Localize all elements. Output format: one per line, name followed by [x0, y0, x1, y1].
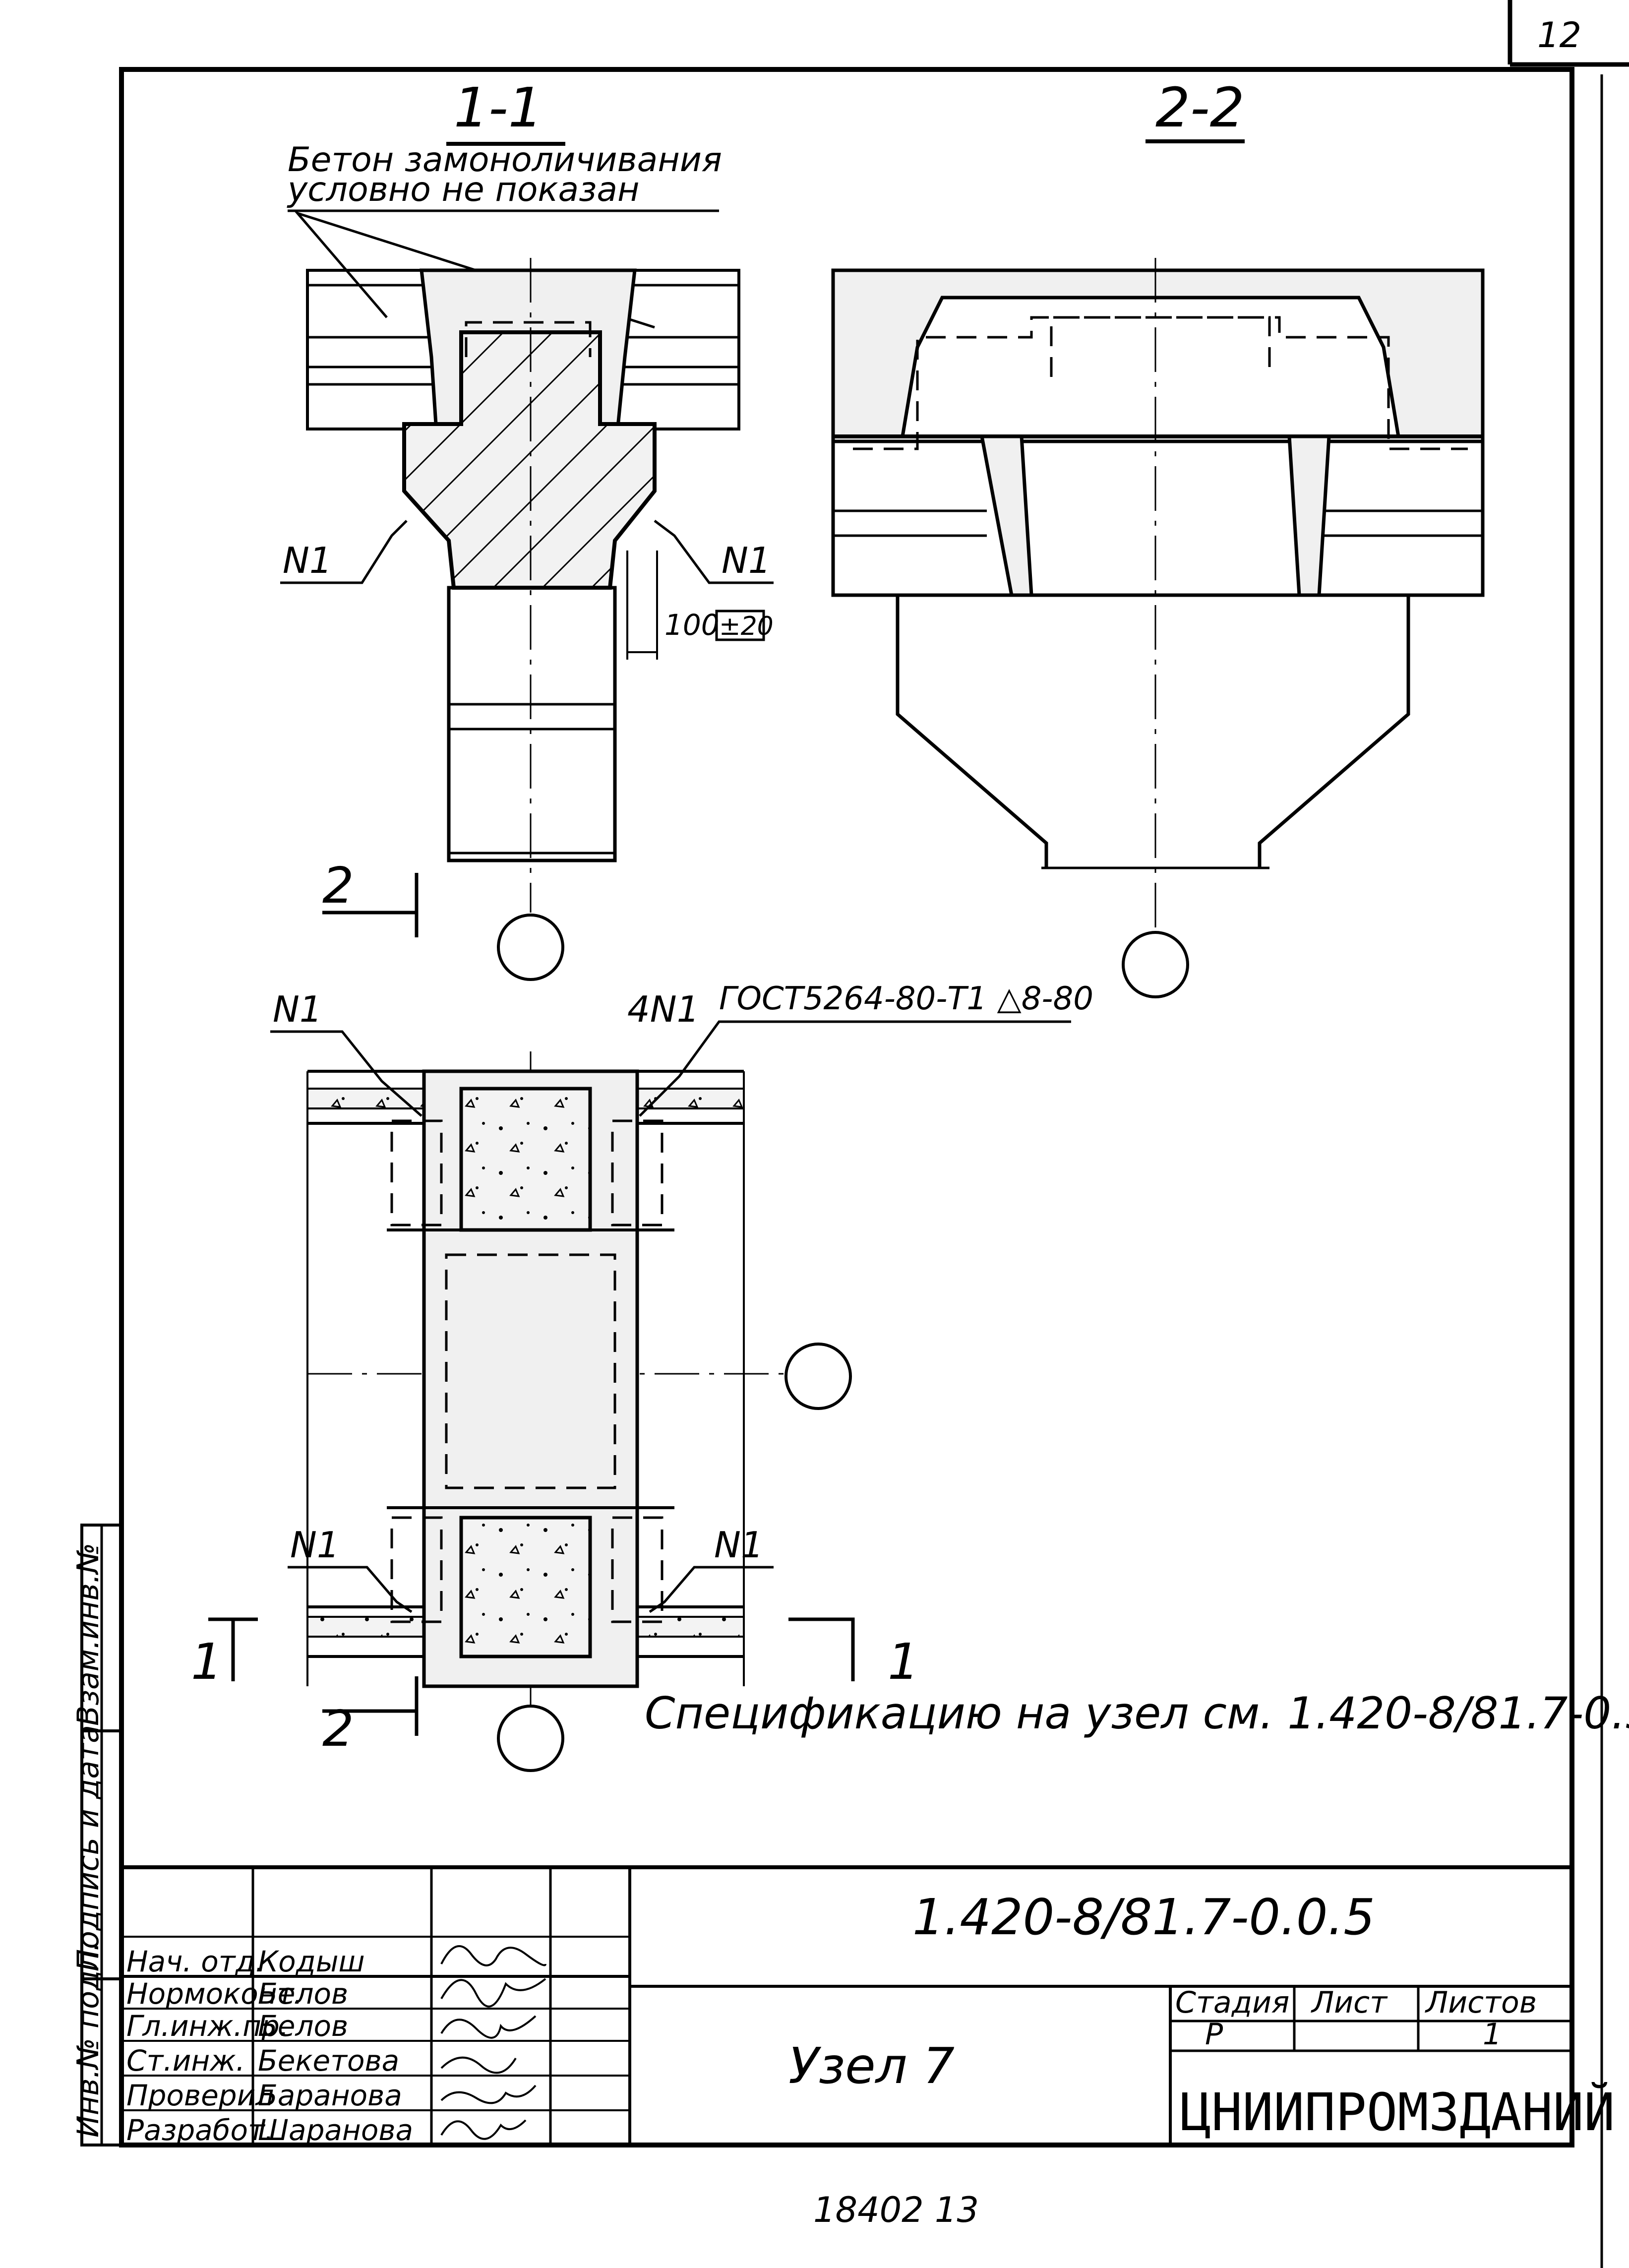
section-1-1-note-line1: Бетон замоноличивания: [288, 140, 722, 180]
side-stamp-inv-replace: Взам.инв.№: [71, 1543, 106, 1726]
title-block-stage-value: Р: [1205, 2017, 1223, 2052]
sheet-corner-number: 12: [1537, 15, 1581, 56]
specification-note: Спецификацию на узел см. 1.420-8/81.7-0.…: [645, 1688, 1629, 1739]
section-1-1-dimension: 100: [664, 608, 720, 642]
plan-drawing: 2 2 1 1 N1: [191, 857, 1093, 1772]
title-block-roles: Нач. отд. Кодыш Нормоконт. Белов Гл.инж.…: [126, 1945, 413, 2147]
role-name: Кодыш: [258, 1945, 365, 1978]
role-name: Белов: [258, 2009, 348, 2043]
title-block-code: 1.420-8/81.7-0.0.5: [912, 1888, 1375, 1946]
title-block-sheets-value: 1: [1483, 2017, 1502, 2052]
role-label: Гл.инж.пр.: [126, 2009, 289, 2043]
role-name: Белов: [258, 1977, 348, 2011]
cut-1-right-label: 1: [888, 1633, 919, 1691]
section-1-1-note-line2: условно не показан: [287, 170, 639, 209]
section-1-1-drawing: 1-1 Бетон замоноличивания условно не пок…: [280, 76, 774, 981]
title-block: 1.420-8/81.7-0.0.5 Узел 7 ЦНИИПРОМЗДАНИЙ…: [121, 1865, 1615, 2147]
role-label: Нормоконт.: [126, 1977, 303, 2011]
role-name: Бекетова: [258, 2044, 399, 2078]
title-block-sheet-label: Лист: [1311, 1985, 1388, 2020]
section-2-2-drawing: 2-2: [831, 76, 1485, 998]
plan-weld-spec: ГОСТ5264-80-Т1 △8-80: [719, 981, 1093, 1017]
cut-2-bottom-label: 2: [322, 1700, 354, 1758]
role-label: Нач. отд.: [126, 1945, 264, 1978]
cut-2-top-label: 2: [322, 857, 354, 915]
plan-mark-top-right: 4N1: [627, 988, 699, 1030]
section-1-1-mark-left: N1: [283, 540, 332, 581]
side-stamp: Взам.инв.№ Подпись и дата Инв.№ подл.: [71, 1524, 123, 2146]
plan-mark-bottom-left: N1: [290, 1524, 340, 1566]
role-name: Баранова: [258, 2079, 402, 2112]
title-block-stage-label: Стадия: [1175, 1985, 1289, 2020]
section-1-1-label: 1-1: [454, 76, 543, 139]
title-block-sheets-label: Листов: [1425, 1985, 1537, 2020]
sheet-bottom-number: 18402 13: [813, 2190, 979, 2230]
title-block-title: Узел 7: [788, 2037, 955, 2095]
handwritten-signatures: [440, 1945, 546, 2140]
role-label: Ст.инж.: [126, 2044, 245, 2078]
section-2-2-label: 2-2: [1155, 76, 1245, 139]
role-label: Проверил: [126, 2079, 274, 2112]
plan-mark-top-left: N1: [273, 988, 322, 1030]
sheet-frame: [119, 0, 1629, 2268]
side-stamp-inv-orig: Инв.№ подл.: [71, 1942, 106, 2138]
cut-1-left-label: 1: [191, 1633, 223, 1691]
plan-mark-bottom-right: N1: [714, 1524, 764, 1566]
title-block-org: ЦНИИПРОМЗДАНИЙ: [1180, 2082, 1615, 2143]
role-label: Разработ.: [126, 2113, 274, 2147]
section-1-1-mark-right: N1: [722, 540, 771, 581]
role-name: Шаранова: [258, 2113, 413, 2147]
side-stamp-sign-date: Подпись и дата: [71, 1725, 106, 1971]
section-1-1-tolerance: ±20: [719, 612, 774, 641]
